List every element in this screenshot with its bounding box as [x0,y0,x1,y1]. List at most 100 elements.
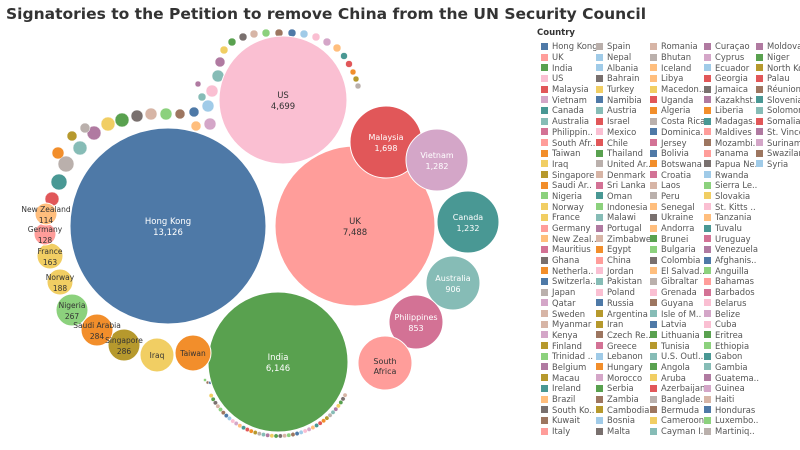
bubble-small[interactable] [144,107,158,121]
bubble-small[interactable] [51,146,65,160]
legend-item[interactable]: Bhutan [650,52,706,63]
legend-item[interactable]: Curaçao [704,41,760,52]
legend-item[interactable]: El Salvad.. [650,265,706,276]
legend-item[interactable]: Tuvalu [704,223,760,234]
legend-item[interactable]: Mozambi.. [704,137,760,148]
bubble-small[interactable] [194,80,202,88]
legend-item[interactable]: Madagas.. [704,116,760,127]
legend-item[interactable]: Maldives [704,127,760,138]
bubble-small[interactable] [159,107,173,121]
legend-item[interactable]: Austria [596,105,651,116]
bubble-small[interactable] [205,84,219,98]
legend-item[interactable]: Martiniq.. [704,426,760,437]
legend-item[interactable]: Lebanon [596,351,651,362]
legend-item[interactable]: Solomon .. [756,105,800,116]
bubble-small[interactable] [265,432,271,438]
bubble-small[interactable] [349,68,357,76]
legend-item[interactable]: Sri Lanka [596,180,651,191]
bubble-small[interactable] [227,415,232,421]
legend-item[interactable]: Finland [541,340,598,351]
legend-item[interactable]: Ukraine [650,212,706,223]
bubble-small[interactable] [215,403,221,409]
legend-item[interactable]: Spain [596,41,651,52]
legend-item[interactable]: Namibia [596,94,651,105]
legend-item[interactable]: North Ko.. [756,62,800,73]
legend-item[interactable]: Poland [596,287,651,298]
legend-item[interactable]: Romania [650,41,706,52]
bubble-small[interactable] [352,75,360,83]
legend-item[interactable]: South Ko.. [541,404,598,415]
bubble-australia[interactable] [425,255,481,311]
legend-item[interactable]: Bolivia [650,148,706,159]
legend-item[interactable]: Bermuda [650,404,706,415]
bubble-small[interactable] [249,29,259,39]
bubble-small[interactable] [100,116,116,132]
legend-item[interactable]: Kenya [541,330,598,341]
bubble-small[interactable] [294,431,300,437]
bubble-small[interactable] [223,413,229,419]
legend-item[interactable]: Ethiopia [704,340,760,351]
bubble-new-zealand[interactable] [34,202,58,226]
bubble-small[interactable] [332,43,342,53]
legend-item[interactable]: Jersey [650,137,706,148]
bubble-small[interactable] [340,52,348,60]
legend-item[interactable]: Portugal [596,223,651,234]
bubble-small[interactable] [338,399,344,405]
legend-item[interactable]: New Zeal.. [541,233,598,244]
bubble-small[interactable] [230,418,236,424]
legend-item[interactable]: Lithuania [650,330,706,341]
legend-item[interactable]: Bosnia [596,415,651,426]
legend-item[interactable]: Jordan [596,265,651,276]
legend-item[interactable]: Guatema.. [704,372,760,383]
bubble-taiwan[interactable] [174,334,212,372]
bubble-small[interactable] [256,431,262,437]
legend-item[interactable]: Slovenia [756,94,800,105]
bubble-small[interactable] [317,420,323,426]
legend-item[interactable]: US [541,73,598,84]
bubble-small[interactable] [190,120,202,132]
legend-item[interactable]: Zambia [596,394,651,405]
legend-item[interactable]: Moldova [756,41,800,52]
bubble-small[interactable] [310,425,316,430]
legend-item[interactable]: Honduras [704,404,760,415]
bubble-small[interactable] [261,28,271,38]
bubble-us[interactable] [218,35,348,165]
legend-item[interactable]: Latvia [650,319,706,330]
bubble-small[interactable] [210,396,216,402]
legend-item[interactable]: South Afr.. [541,137,598,148]
legend-item[interactable]: Norway [541,201,598,212]
legend-item[interactable]: India [541,62,598,73]
legend-item[interactable]: Guyana [650,298,706,309]
bubble-small[interactable] [238,32,248,42]
legend-item[interactable]: Venezuela [704,244,760,255]
bubble-small[interactable] [298,429,304,435]
legend-item[interactable]: Morocco [596,372,651,383]
legend-item[interactable]: Pakistan [596,276,651,287]
legend-item[interactable]: Bahamas [704,276,760,287]
bubble-small[interactable] [273,433,279,439]
bubble-small[interactable] [203,378,207,382]
legend-item[interactable]: Anguilla [704,265,760,276]
legend-item[interactable]: Isle of M.. [650,308,706,319]
legend-item[interactable]: Switzerla.. [541,276,598,287]
legend-item[interactable]: Czech Re.. [596,330,651,341]
legend-item[interactable]: Hungary [596,362,651,373]
bubble-small[interactable] [214,56,226,68]
bubble-small[interactable] [197,92,207,102]
legend-item[interactable]: Netherla.. [541,265,598,276]
legend-item[interactable]: United Ar.. [596,159,651,170]
legend-item[interactable]: Swaziland [756,148,800,159]
legend-item[interactable]: Cyprus [704,52,760,63]
legend-item[interactable]: Iraq [541,159,598,170]
legend-item[interactable]: Slovakia [704,191,760,202]
bubble-small[interactable] [345,60,353,68]
legend-item[interactable]: Azerbaijan [650,383,706,394]
legend-item[interactable]: Zimbabwe [596,233,651,244]
legend-item[interactable]: Kuwait [541,415,598,426]
bubble-small[interactable] [269,433,275,439]
bubble-canada[interactable] [436,190,500,254]
legend-item[interactable]: Cameroon [650,415,706,426]
legend-item[interactable]: Guinea [704,383,760,394]
legend-item[interactable]: Malawi [596,212,651,223]
legend-item[interactable]: Cambodia [596,404,651,415]
